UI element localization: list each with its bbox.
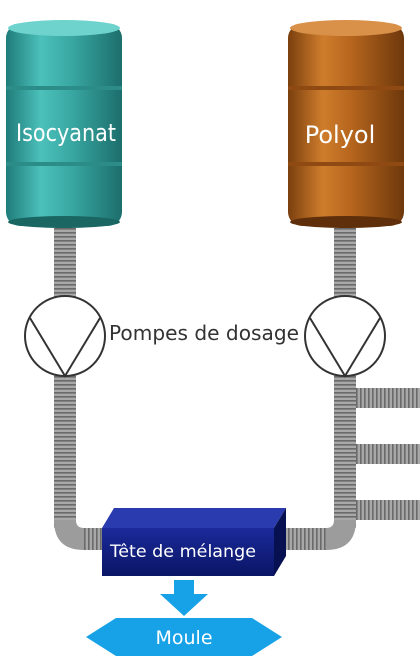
barrel-polyol-label: Polyol	[305, 121, 376, 149]
hose-right	[270, 228, 356, 550]
side-hoses	[356, 388, 420, 520]
barrel-isocyanat-label: Isocyanat	[16, 119, 116, 147]
barrel-polyol: Polyol	[288, 20, 404, 228]
mold-label: Moule	[155, 627, 212, 649]
mixing-head: Tête de mélange	[102, 508, 286, 576]
hose-left	[54, 228, 110, 550]
barrel-isocyanat: Isocyanat	[6, 20, 122, 228]
mold: Moule	[86, 618, 282, 656]
arrow-down-icon	[160, 580, 208, 616]
pumps-label: Pompes de dosage	[109, 321, 299, 345]
mixing-head-label: Tête de mélange	[109, 542, 256, 562]
pump-left-icon	[24, 295, 106, 378]
pump-right-icon	[304, 295, 386, 378]
